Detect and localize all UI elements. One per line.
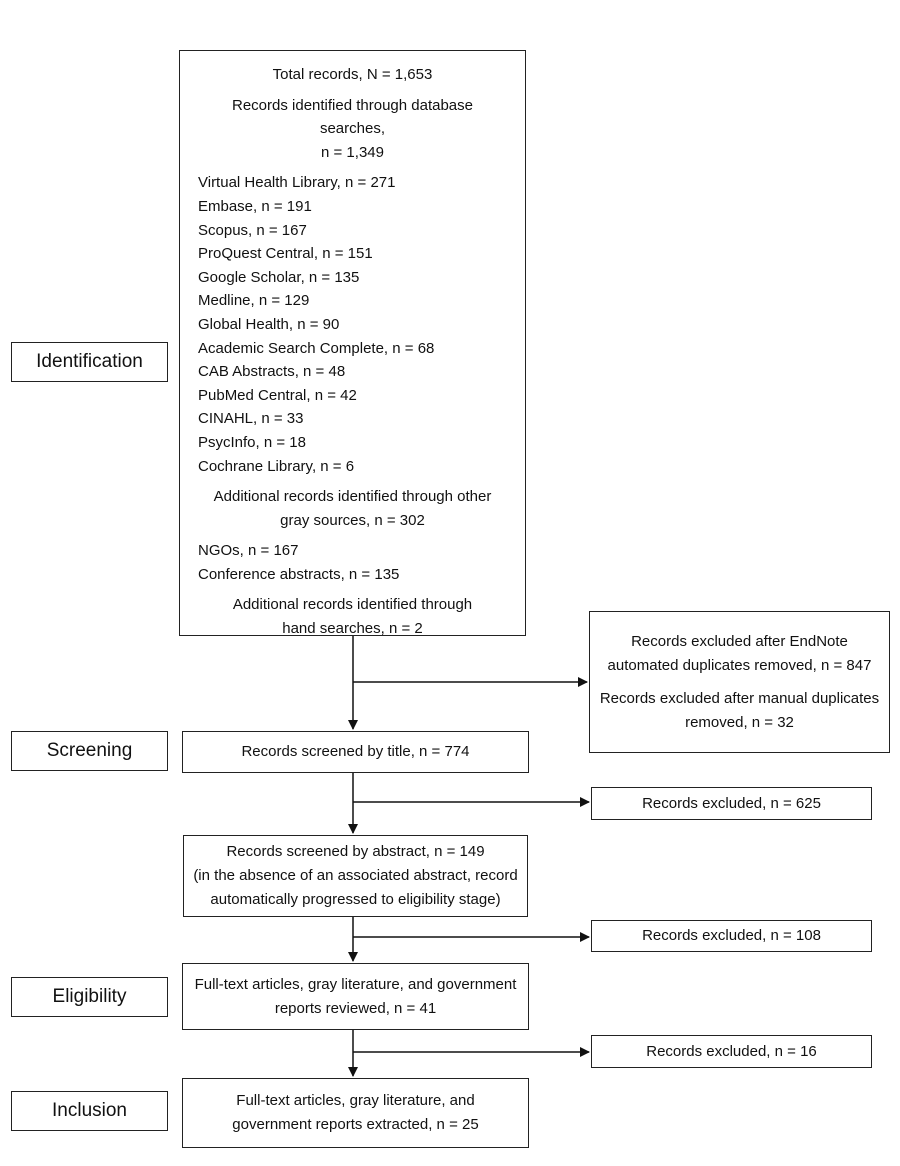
fulltext-line1: Full-text articles, gray literature, and… <box>194 975 517 993</box>
duplicates-line1: Records excluded after EndNote <box>631 632 848 650</box>
db-heading-line2: n = 1,349 <box>321 143 384 161</box>
gray-source-item: Conference abstracts, n = 135 <box>198 565 400 583</box>
stage-identification-label: Identification <box>36 351 143 372</box>
abstract-line2: (in the absence of an associated abstrac… <box>193 867 518 884</box>
extracted-line2: government reports extracted, n = 25 <box>232 1116 479 1133</box>
title-screening-box: Records screened by title, n = 774 <box>182 731 529 773</box>
stage-inclusion: Inclusion <box>11 1091 168 1131</box>
duplicates-line2: automated duplicates removed, n = 847 <box>607 656 872 674</box>
database-item: Medline, n = 129 <box>198 292 310 310</box>
db-heading-line1: Records identified through database sear… <box>232 96 473 138</box>
excluded-title-box: Records excluded, n = 625 <box>591 787 872 820</box>
database-item: Global Health, n = 90 <box>198 315 340 333</box>
database-item: Cochrane Library, n = 6 <box>198 457 355 475</box>
database-item: Google Scholar, n = 135 <box>198 268 360 286</box>
database-item: PsycInfo, n = 18 <box>198 433 306 451</box>
excluded-fulltext-text: Records excluded, n = 16 <box>646 1042 817 1060</box>
database-item: Academic Search Complete, n = 68 <box>198 339 435 357</box>
hand-heading-line2: hand searches, n = 2 <box>282 620 423 638</box>
database-item: Scopus, n = 167 <box>198 221 307 239</box>
excluded-abstract-box: Records excluded, n = 108 <box>591 920 872 952</box>
total-records: Total records, N = 1,653 <box>272 66 433 83</box>
stage-screening: Screening <box>11 731 168 771</box>
extracted-box: Full-text articles, gray literature, and… <box>182 1078 529 1148</box>
database-item: ProQuest Central, n = 151 <box>198 245 373 263</box>
gray-heading-line2: gray sources, n = 302 <box>280 511 425 529</box>
excluded-fulltext-box: Records excluded, n = 16 <box>591 1035 872 1068</box>
fulltext-review-box: Full-text articles, gray literature, and… <box>182 963 529 1030</box>
database-item: CAB Abstracts, n = 48 <box>198 363 346 381</box>
gray-source-item: NGOs, n = 167 <box>198 542 299 560</box>
fulltext-line2: reports reviewed, n = 41 <box>274 999 437 1017</box>
identification-records-box: Total records, N = 1,653 Records identif… <box>179 50 526 637</box>
title-screening-text: Records screened by title, n = 774 <box>241 743 470 760</box>
database-item: Virtual Health Library, n = 271 <box>198 174 396 192</box>
stage-eligibility-label: Eligibility <box>52 986 127 1007</box>
database-item: PubMed Central, n = 42 <box>198 386 357 404</box>
stage-eligibility: Eligibility <box>11 977 168 1017</box>
stage-identification: Identification <box>11 342 168 382</box>
database-item: Embase, n = 191 <box>198 197 312 215</box>
database-item: CINAHL, n = 33 <box>198 410 304 428</box>
abstract-line3: automatically progressed to eligibility … <box>210 891 501 908</box>
stage-screening-label: Screening <box>46 740 133 761</box>
abstract-screening-box: Records screened by abstract, n = 149 (i… <box>183 835 528 917</box>
duplicates-line4: removed, n = 32 <box>685 713 794 731</box>
excluded-abstract-text: Records excluded, n = 108 <box>642 927 821 944</box>
excluded-title-text: Records excluded, n = 625 <box>642 794 821 812</box>
abstract-line1: Records screened by abstract, n = 149 <box>226 843 485 860</box>
duplicates-excluded-box: Records excluded after EndNote automated… <box>589 611 890 753</box>
hand-heading-line1: Additional records identified through <box>232 596 473 614</box>
gray-heading-line1: Additional records identified through ot… <box>213 488 492 506</box>
stage-inclusion-label: Inclusion <box>52 1100 127 1121</box>
duplicates-line3: Records excluded after manual duplicates <box>599 689 880 707</box>
extracted-line1: Full-text articles, gray literature, and <box>236 1092 475 1109</box>
